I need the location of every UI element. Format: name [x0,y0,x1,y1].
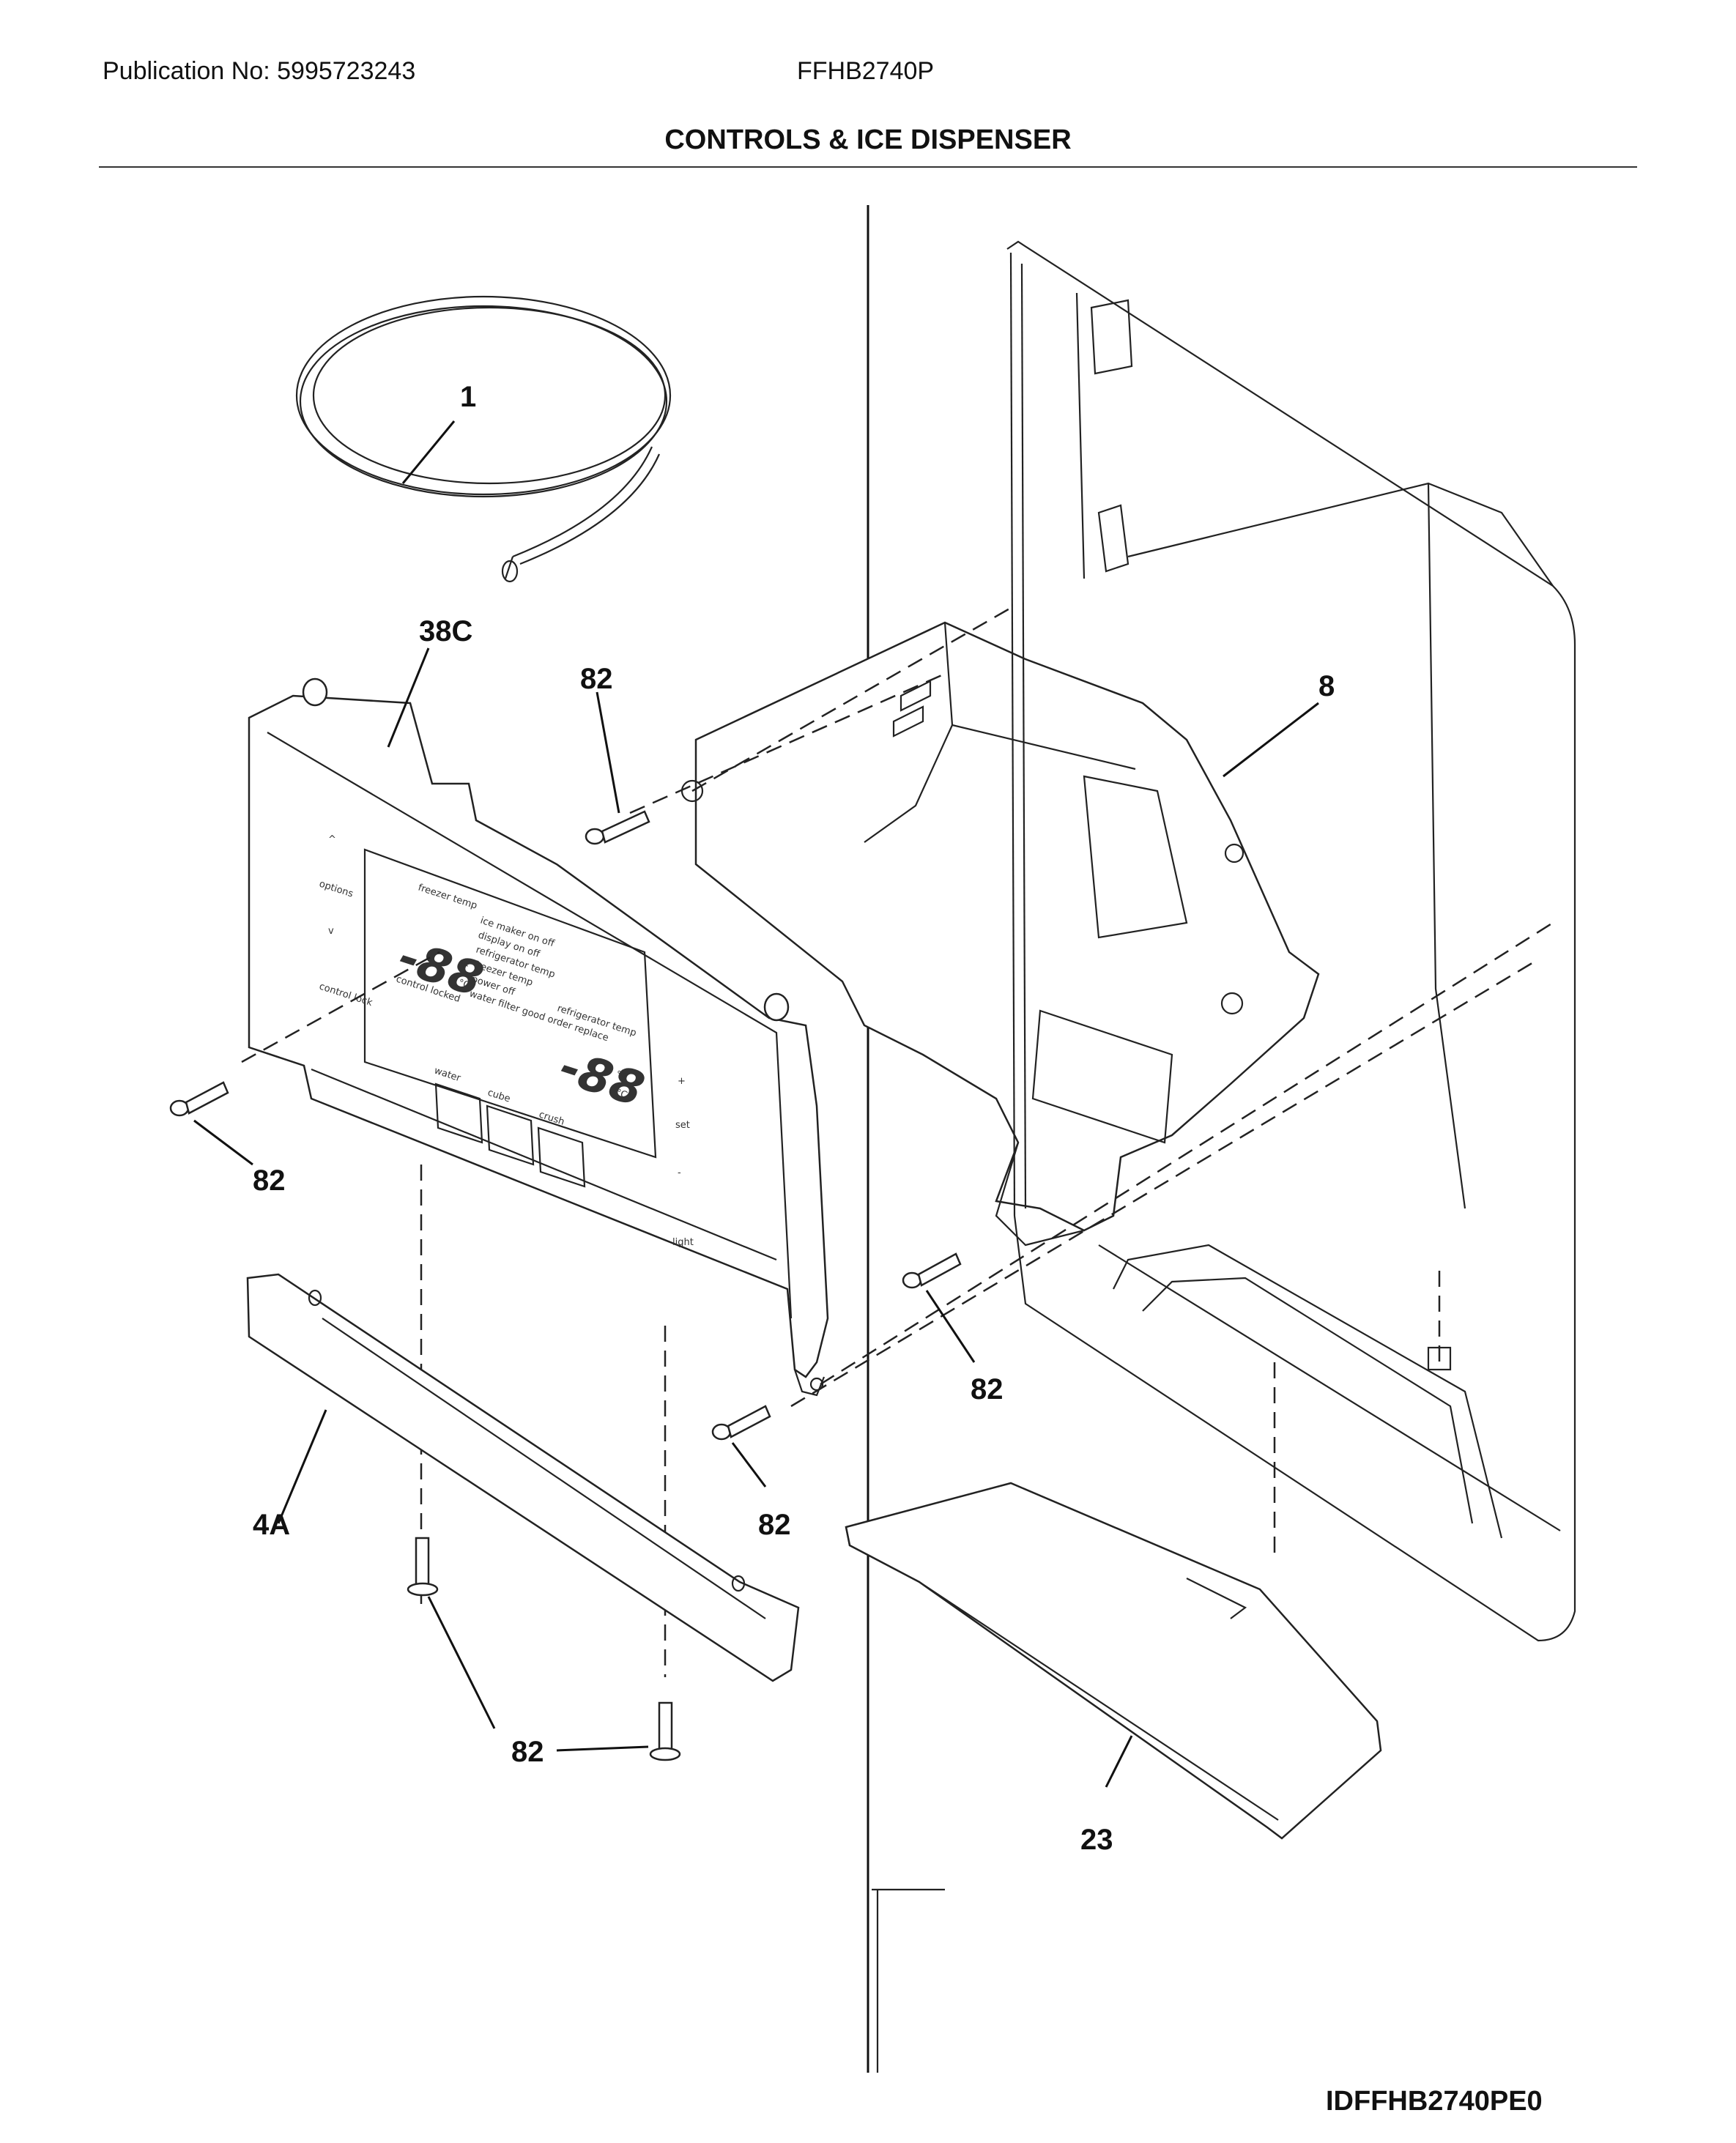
refrigerator-deg-f: °F [615,1069,628,1083]
leader-82-mid [731,1442,767,1488]
diagram-code: IDFFHB2740PE0 [1326,2086,1543,2117]
leader-23 [1105,1735,1133,1788]
plus-label: + [678,1076,686,1087]
screw-82-bottom-b [649,1701,681,1761]
leader-82-bottom-a [427,1596,496,1729]
leader-8 [1223,702,1319,778]
callout-82-mid: 82 [758,1509,791,1541]
down-arrow-label: v [328,926,334,937]
leader-82-left [193,1119,253,1166]
callout-4a: 4A [253,1509,290,1541]
callout-82-top: 82 [580,663,613,695]
screw-82-left [169,1081,229,1117]
refrigerator-deg-c: °C [615,1088,628,1102]
alignment-lines [241,606,1554,1677]
publication-number: Publication No: 5995723243 [103,57,416,85]
callout-82-left: 82 [253,1165,286,1197]
cabinet-divider [867,205,945,2073]
trim-bar [246,1273,800,1682]
minus-label: - [678,1167,681,1178]
door-cavity [1006,240,1576,1642]
callout-82-right: 82 [971,1373,1004,1405]
freezer-deg-f: °F [457,959,470,973]
screw-82-right [902,1252,962,1289]
screw-82-top [585,810,650,845]
callout-1: 1 [460,381,476,413]
drip-tray [845,1482,1382,1840]
leader-82-right [925,1290,976,1363]
callout-38c: 38C [419,615,472,647]
tubing-coil [295,295,672,583]
callout-23: 23 [1080,1824,1113,1856]
leader-38c [387,647,430,748]
model-number: FFHB2740P [797,57,935,85]
up-arrow-label: ^ [328,834,336,845]
title-rule [99,166,1637,168]
leader-82-bottom-b [556,1745,649,1752]
callout-82-bottom: 82 [511,1736,544,1768]
freezer-deg-c: °C [457,978,471,992]
callout-8: 8 [1318,670,1335,702]
screw-82-mid [711,1405,771,1441]
control-panel-housing [248,677,829,1397]
dispenser-mechanism [680,621,1320,1247]
set-label: set [675,1120,690,1131]
page-title: CONTROLS & ICE DISPENSER [664,125,1072,155]
leader-1 [401,420,456,484]
screw-82-bottom-a [407,1537,439,1597]
leader-4a [277,1409,327,1524]
leader-82-top [596,691,620,814]
light-label: light [672,1237,694,1248]
